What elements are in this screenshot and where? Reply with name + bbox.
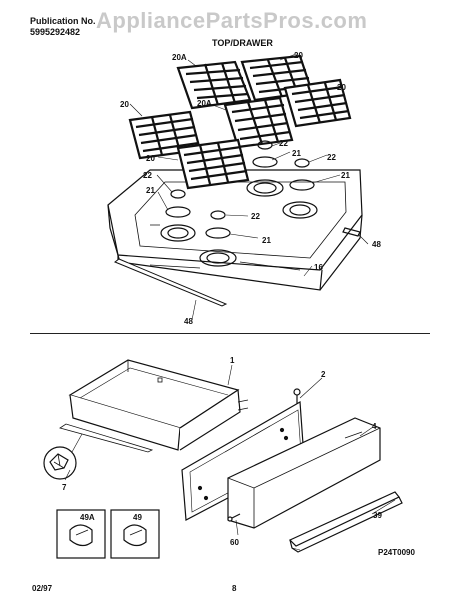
callout-label: 1 — [230, 356, 235, 365]
callout-label: 21 — [341, 171, 350, 180]
callout-label: 39 — [373, 511, 382, 520]
burner-cap — [170, 189, 186, 199]
callout-label: 21 — [146, 186, 155, 195]
publication-label: Publication No. — [30, 16, 96, 26]
burner-head — [252, 156, 278, 168]
callout-label: 22 — [251, 212, 260, 221]
trim-strip — [113, 258, 228, 307]
callout-label: 21 — [292, 149, 301, 158]
burner-head — [165, 206, 191, 218]
knob-49a-box — [56, 509, 106, 559]
callout-label: 49 — [133, 513, 142, 522]
callout-label: 20 — [337, 83, 346, 92]
callout-label: 20 — [294, 51, 303, 60]
watermark: AppliancePartsPros.com — [96, 8, 368, 33]
callout-label: 20 — [146, 154, 155, 163]
burner-cap — [257, 140, 273, 150]
callout-label: 20 — [120, 100, 129, 109]
grate-top-left — [176, 60, 252, 110]
burner-front-left — [160, 224, 196, 242]
burner-rear-right — [282, 201, 318, 219]
callout-label: 22 — [327, 153, 336, 162]
callout-label: 48 — [184, 317, 193, 326]
section-title: TOP/DRAWER — [212, 38, 273, 48]
grate-center-right — [223, 96, 294, 149]
callout-label: 20A — [197, 99, 212, 108]
burner-rear-center — [246, 179, 284, 197]
callout-label: 60 — [230, 538, 239, 547]
drawer-front-panel — [181, 401, 305, 521]
section-divider — [30, 333, 430, 334]
grate-center-left — [176, 138, 250, 190]
callout-label: 2 — [321, 370, 326, 379]
burner-cap — [210, 210, 226, 220]
screw — [293, 388, 301, 404]
burner-head — [289, 179, 315, 191]
callout-label: 7 — [62, 483, 67, 492]
cooktop-side-edge — [319, 214, 363, 291]
burner-front-center — [199, 249, 237, 267]
callout-label: 20A — [172, 53, 187, 62]
callout-label: 16 — [314, 263, 323, 272]
burner-cap — [294, 158, 310, 168]
grate-mid-right — [283, 78, 352, 128]
callout-label: 48 — [372, 240, 381, 249]
side-trim — [342, 227, 361, 237]
callout-label: 22 — [279, 139, 288, 148]
callout-label: 22 — [143, 171, 152, 180]
page-number: 8 — [232, 584, 237, 593]
publication-number: 5995292482 — [30, 27, 81, 37]
knob-49-box — [110, 509, 160, 559]
figure-code: P24T0090 — [378, 548, 415, 557]
footer-date: 02/97 — [32, 584, 53, 593]
callout-label: 4 — [372, 422, 377, 431]
burner-head — [205, 227, 231, 239]
callout-label: 21 — [262, 236, 271, 245]
cooktop-recess — [134, 181, 347, 259]
glide-detail — [43, 433, 83, 480]
drawer-box — [68, 359, 241, 451]
callout-label: 49A — [80, 513, 95, 522]
drawer-handle — [288, 491, 403, 553]
handle-screw — [227, 513, 241, 522]
